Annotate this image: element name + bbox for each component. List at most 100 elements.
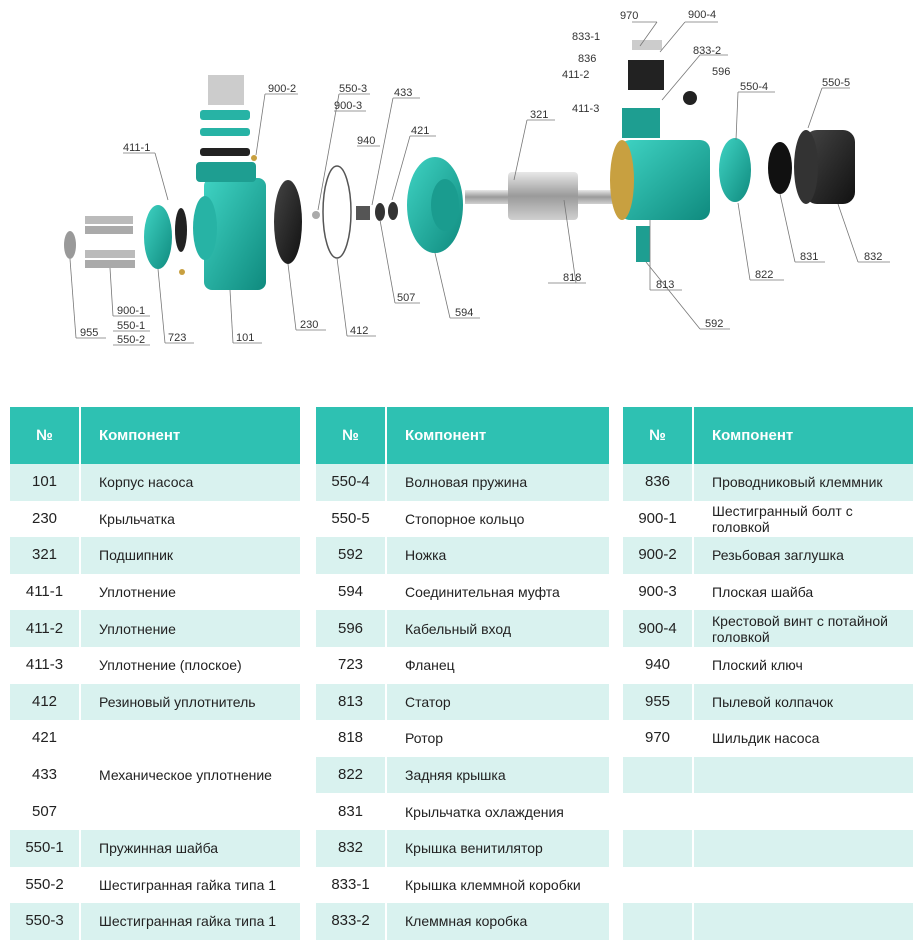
part-name: Уплотнение (плоское) — [80, 646, 300, 684]
callout-433: 433 — [394, 87, 412, 99]
part-number — [623, 903, 694, 940]
part-name: Задняя крышка — [386, 756, 609, 794]
part-name: Фланец — [386, 646, 609, 684]
part-name: Подшипник — [80, 537, 300, 574]
part-name: Уплотнение — [80, 610, 300, 647]
part-name: Кабельный вход — [386, 610, 609, 647]
part-number: 421 — [10, 720, 81, 757]
part-name — [693, 756, 913, 794]
table-header: № Компонент — [316, 407, 609, 464]
callout-955: 955 — [80, 327, 98, 339]
part-name: Крыльчатка охлаждения — [386, 793, 609, 830]
part-name: Клеммная коробка — [386, 903, 609, 940]
part-number: 592 — [316, 537, 387, 574]
callout-550-3: 550-3 — [339, 83, 367, 95]
part-name: Крыльчатка — [80, 500, 300, 538]
callout-832: 832 — [864, 251, 882, 263]
part-name: Проводниковый клеммник — [693, 464, 913, 501]
part-number: 900-2 — [623, 537, 694, 574]
header-component: Компонент — [80, 407, 300, 464]
part-number: 832 — [316, 829, 387, 867]
part-name: Механическое уплотнение — [80, 720, 300, 830]
callout-723: 723 — [168, 332, 186, 344]
callout-550-2: 550-2 — [117, 334, 145, 346]
callout-822: 822 — [755, 269, 773, 281]
part-number: 900-1 — [623, 500, 694, 538]
part-name — [693, 903, 913, 940]
callout-321: 321 — [530, 109, 548, 121]
part-name: Ротор — [386, 720, 609, 757]
part-number: 411-3 — [10, 646, 81, 684]
fan-cover-part — [794, 130, 855, 204]
part-number: 507 — [10, 793, 81, 830]
table-row — [623, 866, 913, 904]
callout-900-2: 900-2 — [268, 83, 296, 95]
part-name: Пылевой колпачок — [693, 683, 913, 721]
part-name: Статор — [386, 683, 609, 721]
callout-550-4: 550-4 — [740, 81, 768, 93]
part-name: Крышка клеммной коробки — [386, 866, 609, 904]
header-component: Компонент — [386, 407, 609, 464]
header-component: Компонент — [693, 407, 913, 464]
part-name — [693, 829, 913, 867]
stator-part — [610, 40, 710, 262]
part-number: 970 — [623, 720, 694, 757]
part-name: Плоская шайба — [693, 573, 913, 611]
part-name: Резиновый уплотнитель — [80, 683, 300, 721]
rotor-part — [465, 172, 615, 220]
callout-970: 970 — [620, 10, 638, 22]
part-number: 596 — [316, 610, 387, 647]
callout-900-1: 900-1 — [117, 305, 145, 317]
coupling-part — [407, 157, 463, 253]
part-number: 550-4 — [316, 464, 387, 501]
part-number: 836 — [623, 464, 694, 501]
impeller-part — [274, 180, 320, 264]
rubber-seal-part — [322, 165, 352, 259]
part-number: 955 — [623, 683, 694, 721]
callout-550-5: 550-5 — [822, 77, 850, 89]
callout-940: 940 — [357, 135, 375, 147]
part-number — [623, 866, 694, 904]
part-number: 412 — [10, 683, 81, 721]
callout-833-1: 833-1 — [572, 31, 600, 43]
table-row: 433 — [10, 756, 300, 794]
callout-592: 592 — [705, 318, 723, 330]
part-name: Плоский ключ — [693, 646, 913, 684]
table-row — [623, 829, 913, 867]
table-row — [623, 756, 913, 794]
part-name: Корпус насоса — [80, 464, 300, 501]
header-num: № — [10, 407, 81, 464]
callout-900-3: 900-3 — [334, 100, 362, 112]
part-name: Шестигранный болт с головкой — [693, 500, 913, 538]
part-number: 940 — [623, 646, 694, 684]
part-name: Резьбовая заглушка — [693, 537, 913, 574]
part-number: 230 — [10, 500, 81, 538]
part-name: Крышка венитилятор — [386, 829, 609, 867]
